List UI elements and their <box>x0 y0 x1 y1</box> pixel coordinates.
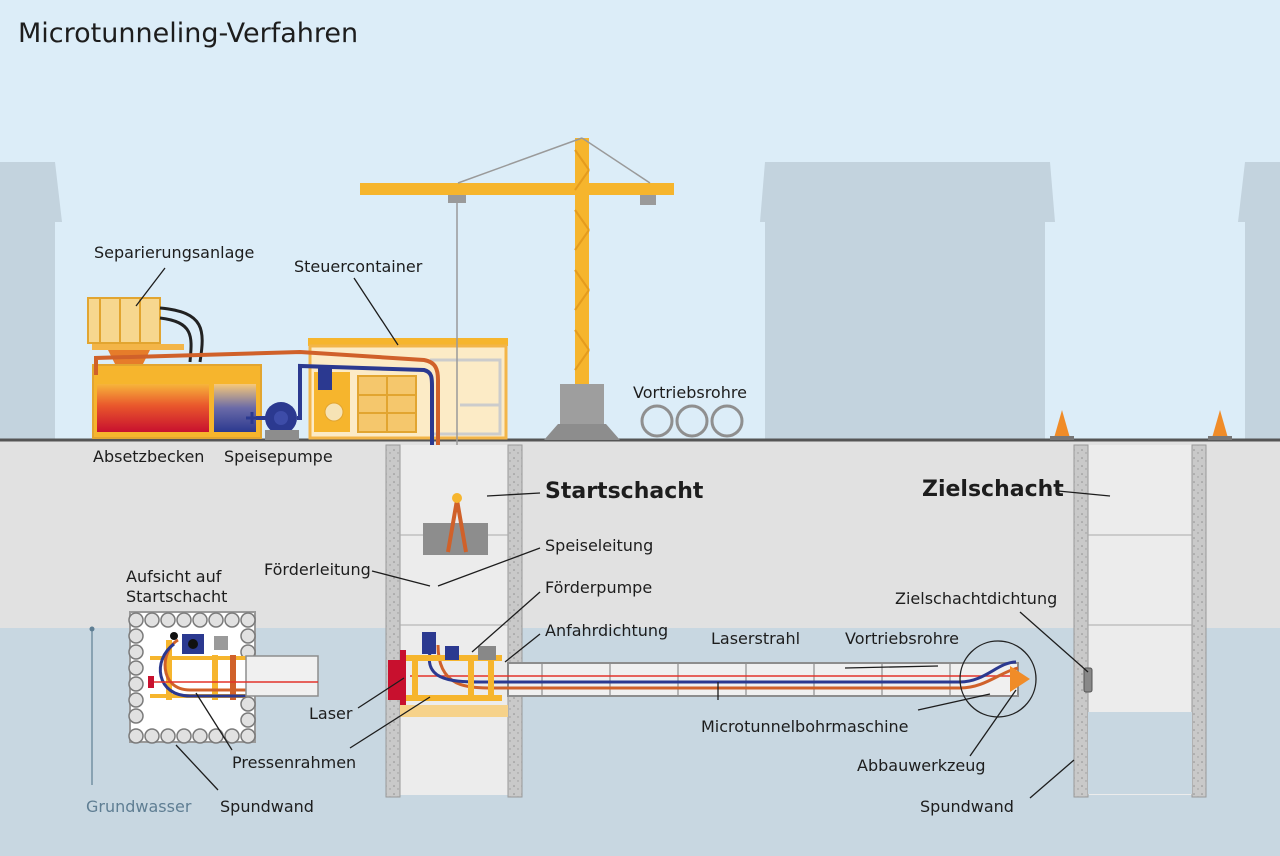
label-vortriebsrohre-surface: Vortriebsrohre <box>633 383 747 402</box>
label-laser: Laser <box>309 704 353 723</box>
label-startschacht: Startschacht <box>545 479 704 504</box>
label-abbauwerkzeug: Abbauwerkzeug <box>857 756 986 775</box>
steuercontainer-unit <box>308 338 508 440</box>
label-absetzbecken: Absetzbecken <box>93 447 204 466</box>
page-title: Microtunneling-Verfahren <box>18 18 358 49</box>
label-speisepumpe: Speisepumpe <box>224 447 333 466</box>
traffic-cones <box>1050 410 1232 440</box>
label-speiseleitung: Speiseleitung <box>545 536 653 555</box>
label-laserstrahl: Laserstrahl <box>711 629 800 648</box>
aufsicht-sheet-pile-ring <box>128 612 256 744</box>
leader-lines <box>135 267 1111 799</box>
grundwasser-marker-dot <box>89 626 95 632</box>
surface-pipes <box>94 349 440 645</box>
label-spundwand-left: Spundwand <box>220 797 314 816</box>
label-aufsicht-line1: Aufsicht auf <box>126 567 222 586</box>
absetzbecken-tank <box>92 364 262 439</box>
labels: Separierungsanlage Steuercontainer Vortr… <box>86 243 1064 816</box>
label-spundwand-right: Spundwand <box>920 797 1014 816</box>
label-foerderpumpe: Förderpumpe <box>545 578 652 597</box>
tower-crane <box>360 137 674 500</box>
label-separierungsanlage: Separierungsanlage <box>94 243 254 262</box>
label-vortriebsrohre-tunnel: Vortriebsrohre <box>845 629 959 648</box>
laser-device <box>400 650 406 705</box>
label-zielschacht: Zielschacht <box>922 477 1064 502</box>
soil-layer <box>0 440 1280 628</box>
zielschacht-shaft <box>1073 444 1207 798</box>
label-steuercontainer: Steuercontainer <box>294 257 423 276</box>
surface-pipe-rings <box>640 404 744 438</box>
label-anfahrdichtung: Anfahrdichtung <box>545 621 668 640</box>
abbauwerkzeug-cutter <box>1010 666 1030 692</box>
aufsicht-plan-view <box>128 611 319 744</box>
zielschachtdichtung-seal <box>1083 667 1093 693</box>
startschacht-shaft <box>385 444 523 798</box>
speisepumpe-unit <box>246 402 299 440</box>
label-aufsicht-line2: Startschacht <box>126 587 227 606</box>
tunnel <box>410 640 1037 718</box>
label-foerderleitung: Förderleitung <box>264 560 371 579</box>
pressenrahmen-frame <box>388 632 502 705</box>
label-zielschachtdichtung: Zielschachtdichtung <box>895 589 1057 608</box>
label-grundwasser: Grundwasser <box>86 797 192 816</box>
background-buildings <box>0 162 1280 440</box>
label-microtunnelbohrmaschine: Microtunnelbohrmaschine <box>701 717 909 736</box>
label-pressenrahmen: Pressenrahmen <box>232 753 356 772</box>
